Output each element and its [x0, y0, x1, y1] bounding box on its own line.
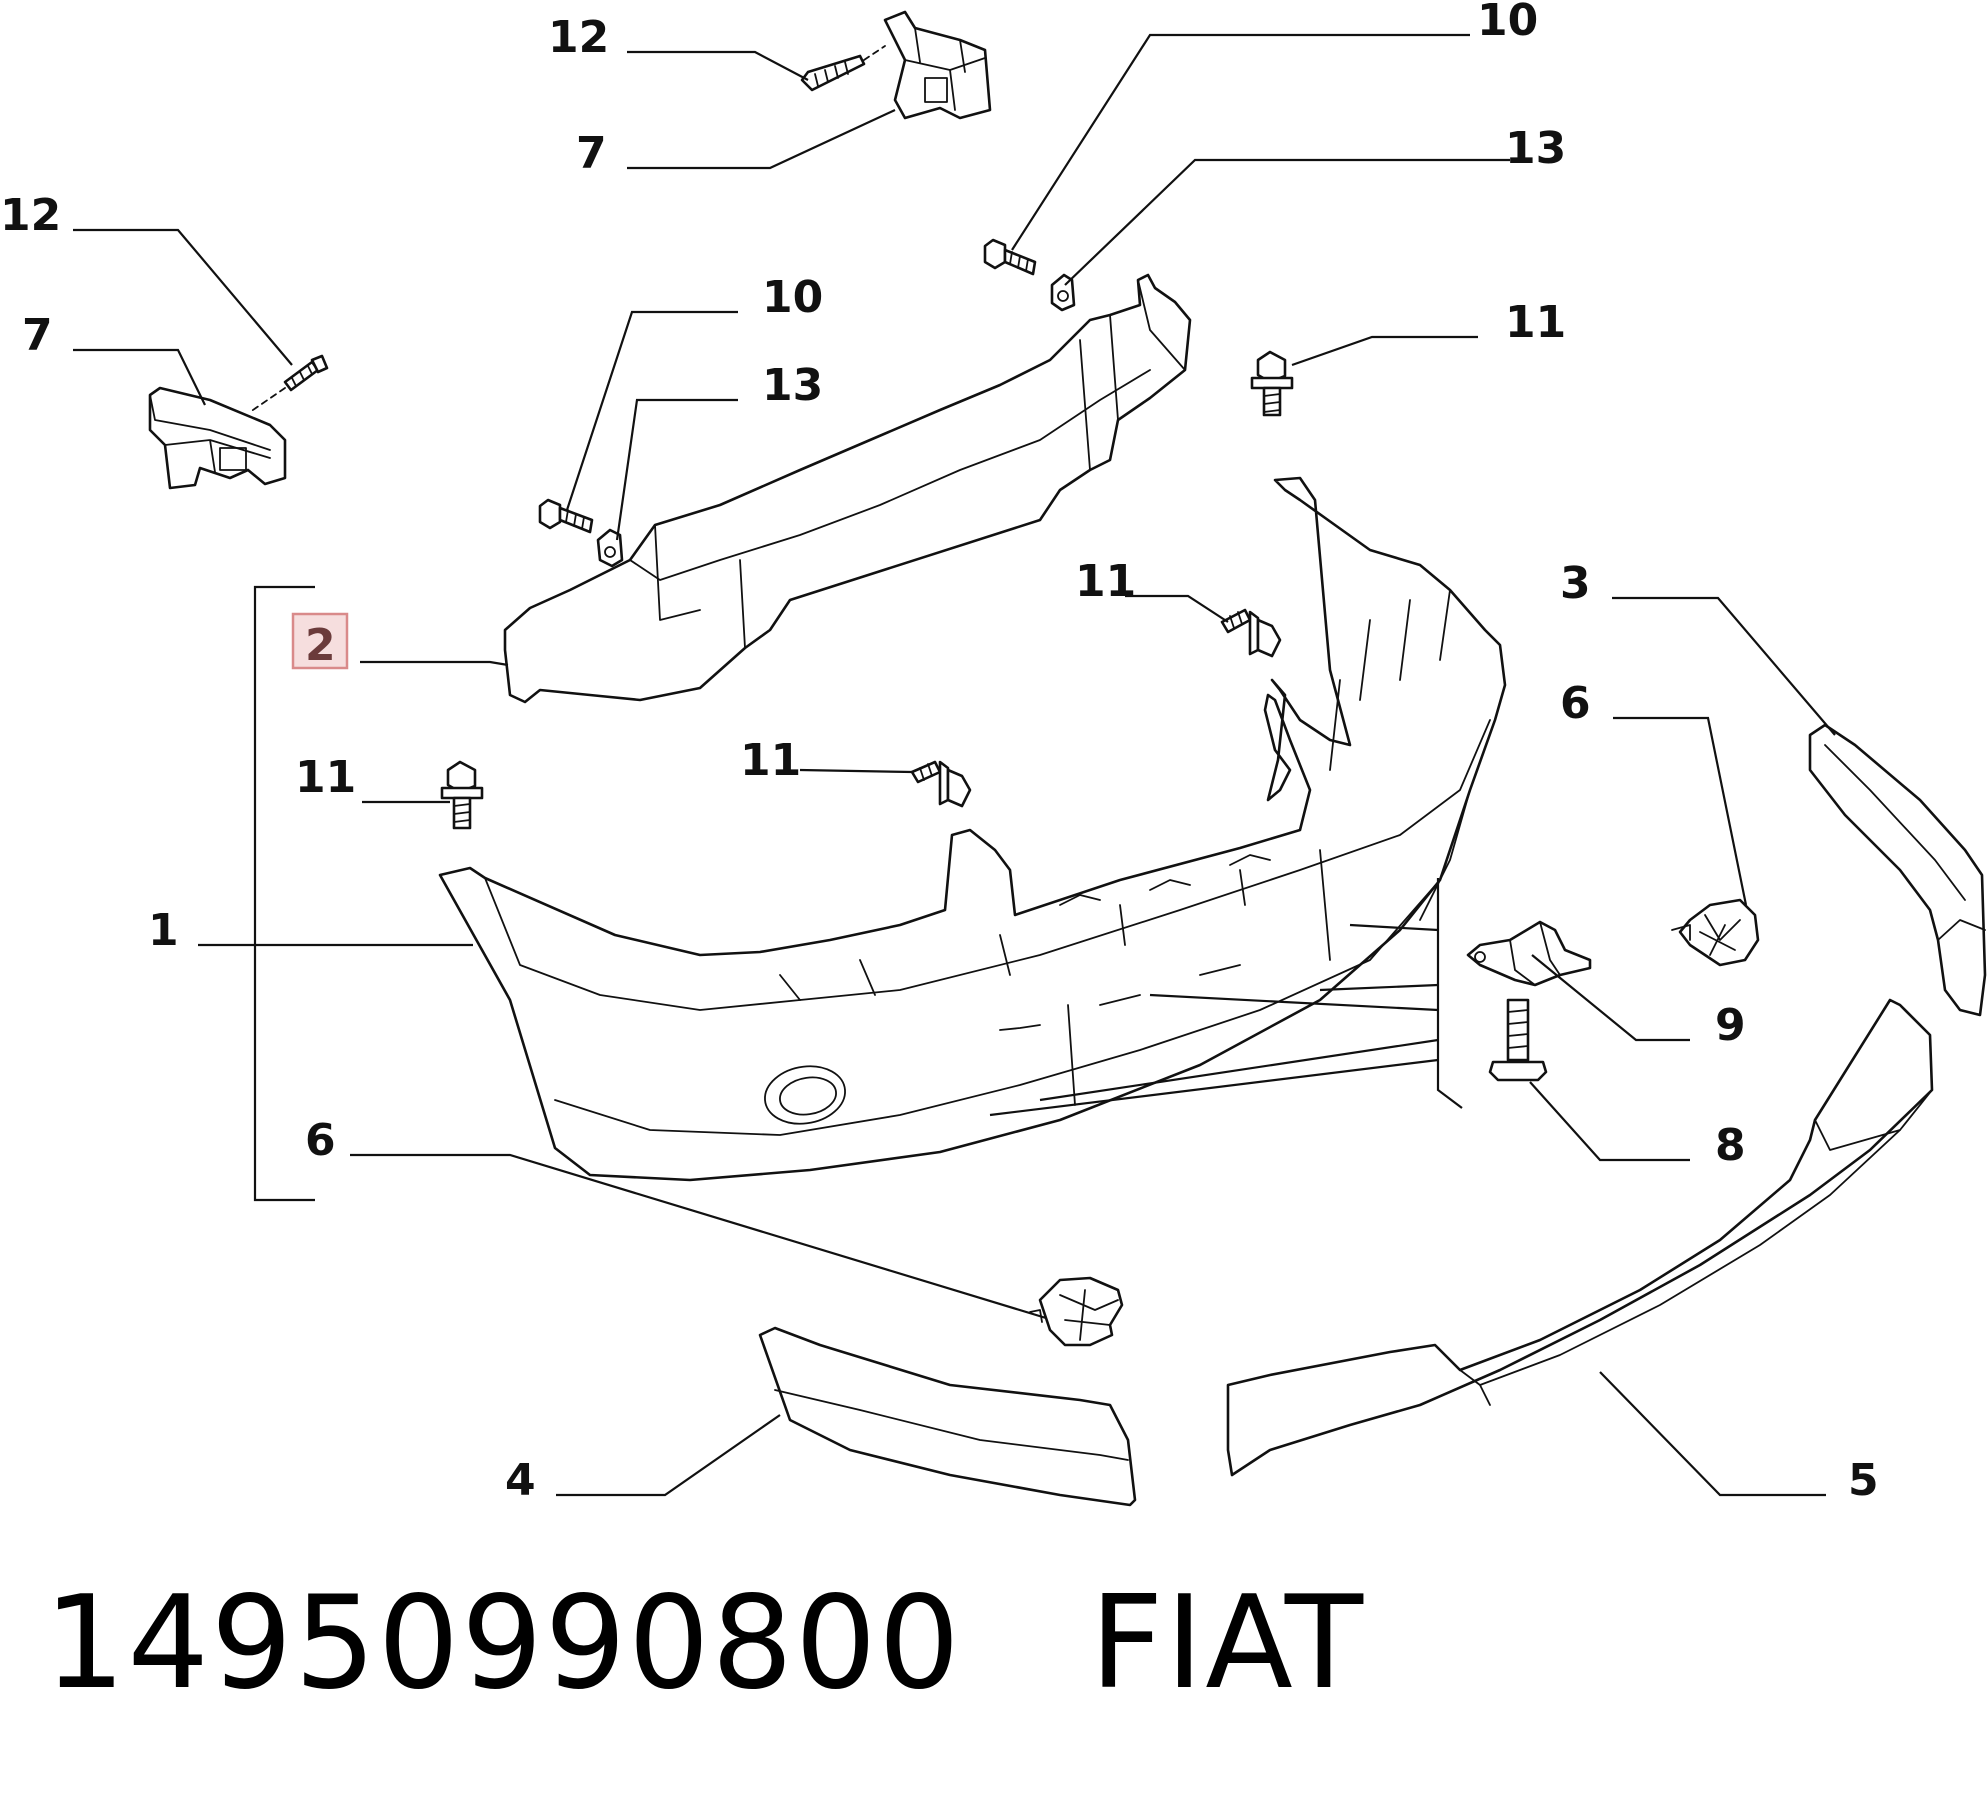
clip-lower-part-6[interactable]	[1029, 1276, 1124, 1347]
stud-part-8[interactable]	[1488, 998, 1548, 1082]
lower-trim-part-5[interactable]	[1226, 998, 1934, 1477]
callout-11-center: 11	[1075, 556, 1136, 607]
callout-7-top: 7	[576, 128, 607, 179]
assembly-bracket	[253, 585, 315, 1202]
callout-9: 9	[1715, 1000, 1746, 1051]
screw-left-part-11[interactable]	[440, 760, 484, 830]
callout-7-left: 7	[22, 310, 53, 361]
callout-12-left: 12	[0, 190, 61, 241]
callout-3: 3	[1560, 558, 1591, 609]
clip-right-part-6[interactable]	[1671, 898, 1760, 967]
bolt-top-part-10[interactable]	[983, 238, 1037, 276]
callout-6-left: 6	[305, 1115, 336, 1166]
lower-trim-part-4[interactable]	[758, 1326, 1137, 1507]
callout-13-mid: 13	[762, 360, 823, 411]
callout-11-right: 11	[1505, 297, 1566, 348]
screw-top-part-12[interactable]	[800, 45, 886, 92]
callout-10-top: 10	[1477, 0, 1538, 46]
clip-top-part-13[interactable]	[1050, 273, 1076, 312]
callout-10-mid: 10	[762, 272, 823, 323]
callout-labels: 12 7 10 13 12 7 10 13 11 11 2 11 11 3 6 …	[0, 0, 1879, 1506]
mount-bracket-part-9[interactable]	[1466, 920, 1592, 987]
callout-5: 5	[1848, 1455, 1879, 1506]
callout-1: 1	[148, 905, 179, 956]
side-strip-part-3[interactable]	[1808, 723, 1987, 1017]
highlight-box-part-2[interactable]	[291, 612, 349, 670]
screw-center-part-11[interactable]	[1220, 608, 1282, 658]
screw-left-part-12[interactable]	[249, 354, 329, 413]
reinforcement-beam-part-2[interactable]	[503, 273, 1192, 704]
bumper-part-1[interactable]	[438, 476, 1507, 1182]
callout-13-top: 13	[1505, 123, 1566, 174]
bolt-mid-part-10[interactable]	[538, 498, 594, 534]
screw-lower-part-11[interactable]	[910, 760, 972, 808]
footer-caption: 14950990800 FIAT	[44, 1580, 1365, 1708]
callout-2-highlight[interactable]: 2	[305, 620, 336, 671]
callout-11-left: 11	[295, 752, 356, 803]
bracket-top-part-7[interactable]	[883, 10, 992, 120]
bracket-left-part-7[interactable]	[148, 386, 287, 490]
leader-lines	[73, 33, 1836, 1497]
callout-4: 4	[505, 1455, 536, 1506]
callout-6-right: 6	[1560, 678, 1591, 729]
callout-12-top: 12	[548, 12, 609, 63]
clip-mid-part-13[interactable]	[596, 528, 624, 568]
screw-right-part-11[interactable]	[1250, 350, 1294, 417]
part-number: 14950990800	[44, 1569, 962, 1718]
brand-name: FIAT	[1089, 1569, 1366, 1718]
callout-11-lower: 11	[740, 735, 801, 786]
callout-8: 8	[1715, 1120, 1746, 1171]
